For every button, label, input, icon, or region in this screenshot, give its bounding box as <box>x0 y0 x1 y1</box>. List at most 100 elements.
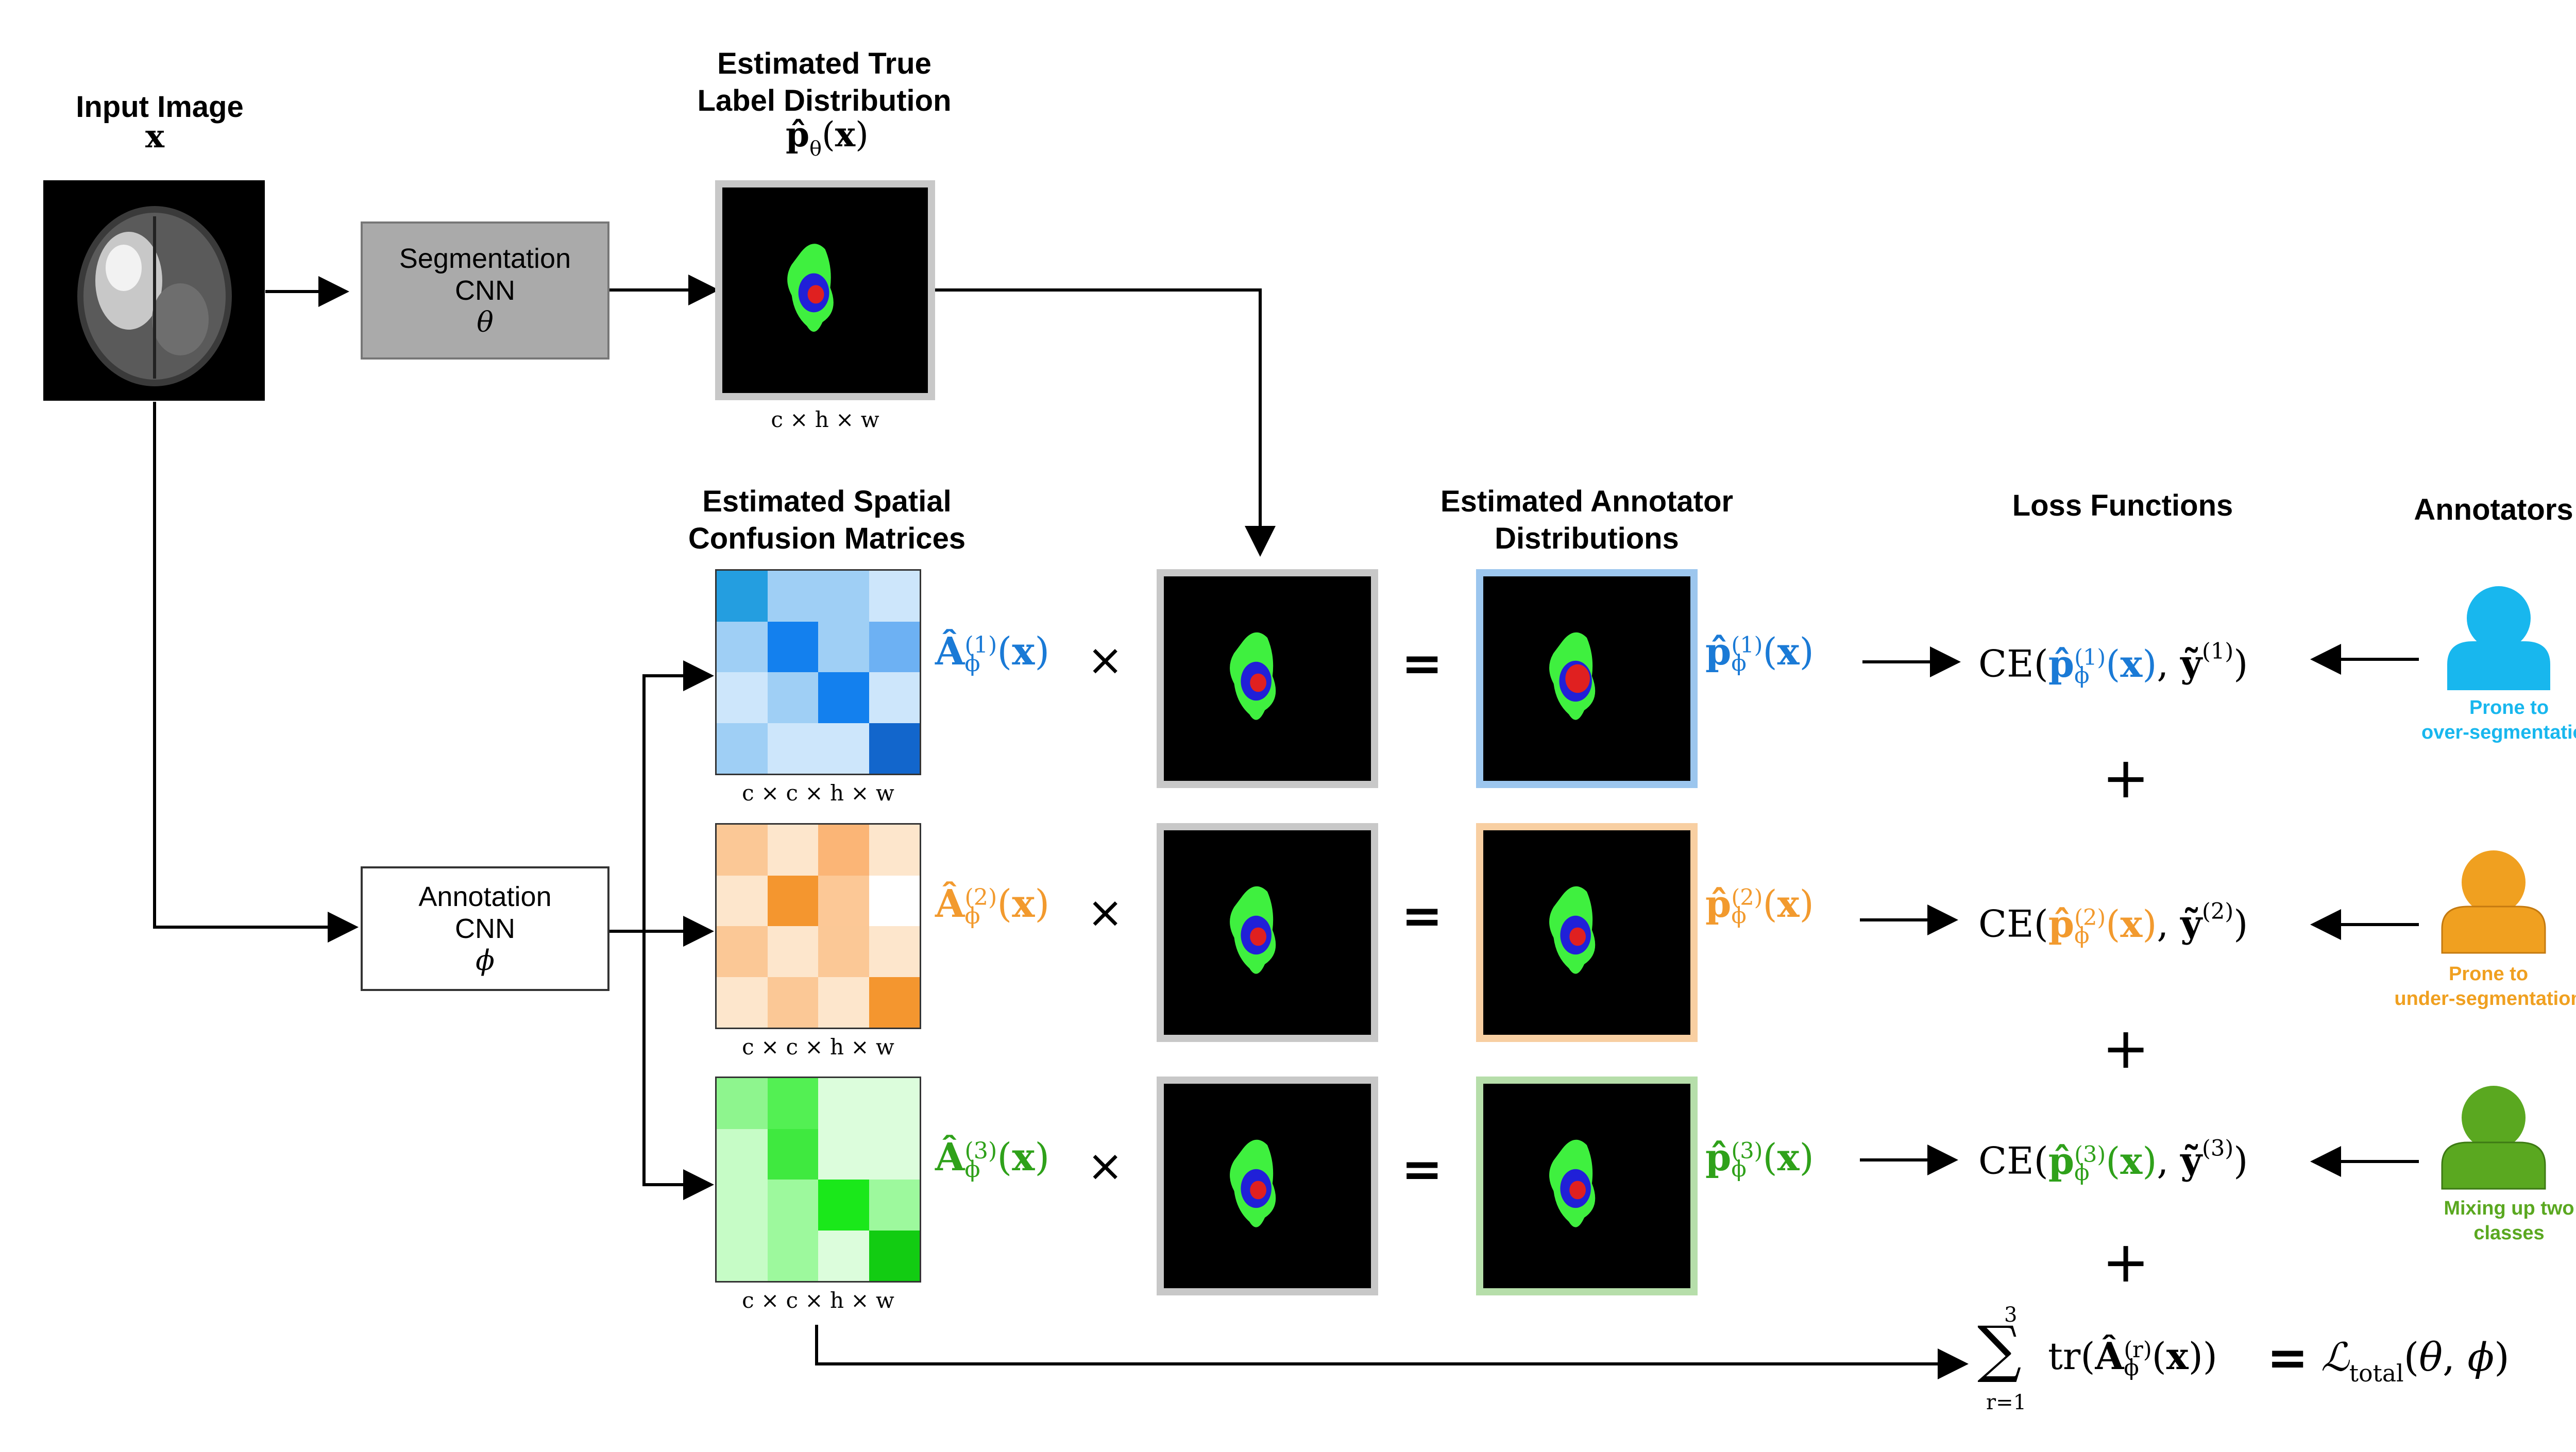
trace-term: tr(Â(r)ϕ(x)) <box>2048 1334 2217 1381</box>
matrix-cell <box>767 621 818 672</box>
seg-cnn-line2: CNN <box>455 275 515 306</box>
matrix-cell <box>818 875 869 926</box>
seg-cnn-line1: Segmentation <box>399 243 571 274</box>
true-label-dims: c × h × w <box>771 407 879 432</box>
matrix-cell <box>717 977 768 1028</box>
matrix-cell <box>818 1129 869 1180</box>
ce-loss-1: CE(p̂(1)ϕ(x), ỹ(1)) <box>1978 639 2248 689</box>
ann-cnn-line1: Annotation <box>418 881 552 912</box>
annotator-label-2: Prone to under-segmentation <box>2391 962 2576 1011</box>
true-label-title: Estimated True Label Distribution <box>670 45 979 119</box>
matrix-cell <box>717 723 768 774</box>
annotators-title: Annotators <box>2414 493 2573 526</box>
sum-lower: r=1 <box>1986 1391 2027 1414</box>
total-loss: ℒtotal(θ, ϕ) <box>2321 1334 2510 1387</box>
matrix-cell <box>869 825 920 876</box>
matrix-cell <box>818 1180 869 1231</box>
loss-title: Loss Functions <box>2012 489 2233 522</box>
annotator-label-line: over-segmentation <box>2421 722 2576 743</box>
annotator-dist-math-3: p̂(3)ϕ(x) <box>1705 1135 1814 1182</box>
segmentation-map <box>1549 632 1596 720</box>
matrix-cell <box>818 1078 869 1129</box>
matrix-cell <box>818 723 869 774</box>
equals-op-2: = <box>1401 887 1443 945</box>
input-mri-image <box>43 180 265 401</box>
matrix-cell <box>717 1129 768 1180</box>
matrix-cell <box>869 1230 920 1281</box>
annotator-label-line: Prone to <box>2448 963 2529 985</box>
annotator-dist-image-3 <box>1476 1077 1698 1295</box>
matrix-cell <box>717 621 768 672</box>
annotator-label-1: Prone to over-segmentation <box>2411 695 2576 745</box>
true-label-copy-3 <box>1157 1077 1378 1295</box>
total-equals: = <box>2267 1329 2309 1387</box>
segmentation-map <box>1230 886 1276 974</box>
matrix-cell <box>818 977 869 1028</box>
annotator-label-line: Prone to <box>2469 697 2549 719</box>
matrix-cell <box>717 1180 768 1231</box>
annotator-dist-image-1 <box>1476 569 1698 788</box>
matrix-cell <box>717 875 768 926</box>
confusion-dims-3: c × c × h × w <box>742 1288 894 1313</box>
matrix-cell <box>767 875 818 926</box>
matrix-cell <box>869 621 920 672</box>
times-op-3: × <box>1087 1140 1124 1191</box>
annotator-label-line: Mixing up two <box>2444 1198 2574 1219</box>
matrix-cell <box>767 1180 818 1231</box>
matrix-cell <box>818 1230 869 1281</box>
confusion-title: Estimated Spatial Confusion Matrices <box>654 483 999 557</box>
matrix-cell <box>818 926 869 977</box>
segmentation-map <box>1230 632 1276 720</box>
true-label-title-line1: Estimated True <box>717 47 931 80</box>
matrix-cell <box>767 926 818 977</box>
equals-op-1: = <box>1401 635 1443 692</box>
confusion-math-3: Â(3)ϕ(x) <box>935 1135 1050 1183</box>
segmentation-map <box>1549 886 1596 974</box>
ce-loss-2: CE(p̂(2)ϕ(x), ỹ(2)) <box>1978 899 2248 949</box>
annotator-dist-math-2: p̂(2)ϕ(x) <box>1705 882 1814 929</box>
confusion-dims-1: c × c × h × w <box>742 780 894 806</box>
true-label-copy-2 <box>1157 823 1378 1042</box>
annotator-dist-image-2 <box>1476 823 1698 1042</box>
matrix-cell <box>767 571 818 622</box>
matrix-cell <box>767 1078 818 1129</box>
annotator-label-line: under-segmentation <box>2394 988 2576 1010</box>
matrix-cell <box>869 926 920 977</box>
equals-op-3: = <box>1401 1140 1443 1198</box>
segmentation-map <box>1230 1139 1276 1227</box>
annotator-icon-1 <box>2447 586 2550 690</box>
sum-symbol: ∑ <box>1977 1313 2022 1385</box>
annotator-dist-title: Estimated Annotator Distributions <box>1412 483 1762 557</box>
arrow-matrix-to-trace <box>815 1325 1969 1379</box>
matrix-cell <box>767 977 818 1028</box>
matrix-cell <box>717 825 768 876</box>
matrix-cell <box>767 1129 818 1180</box>
true-label-math: p̂θ(x) <box>786 114 869 161</box>
segmentation-map <box>1549 1139 1596 1227</box>
plus-op-2: + <box>2102 1015 2150 1081</box>
confusion-math-2: Â(2)ϕ(x) <box>935 882 1050 929</box>
matrix-cell <box>869 977 920 1028</box>
matrix-cell <box>818 672 869 723</box>
true-label-image <box>715 180 935 400</box>
segmentation-cnn-box: Segmentation CNN θ <box>361 221 609 360</box>
matrix-cell <box>767 723 818 774</box>
confusion-matrix-1 <box>715 569 921 775</box>
plus-op-1: + <box>2102 745 2150 811</box>
matrix-cell <box>818 571 869 622</box>
seg-cnn-theta: θ <box>477 306 494 338</box>
annotator-dist-title-line1: Estimated Annotator <box>1440 485 1734 518</box>
sum-upper: 3 <box>2004 1303 2018 1327</box>
input-image-title: Input Image <box>46 89 273 126</box>
matrix-cell <box>767 1230 818 1281</box>
confusion-math-1: Â(1)ϕ(x) <box>935 629 1050 677</box>
ce-loss-3: CE(p̂(3)ϕ(x), ỹ(3)) <box>1978 1136 2248 1186</box>
times-op-1: × <box>1087 635 1124 685</box>
matrix-cell <box>717 1230 768 1281</box>
input-image-title-text: Input Image <box>76 90 244 124</box>
matrix-cell <box>717 926 768 977</box>
matrix-cell <box>869 1078 920 1129</box>
ann-cnn-line2: CNN <box>455 913 515 944</box>
matrix-cell <box>869 1129 920 1180</box>
input-var: x <box>145 117 164 155</box>
